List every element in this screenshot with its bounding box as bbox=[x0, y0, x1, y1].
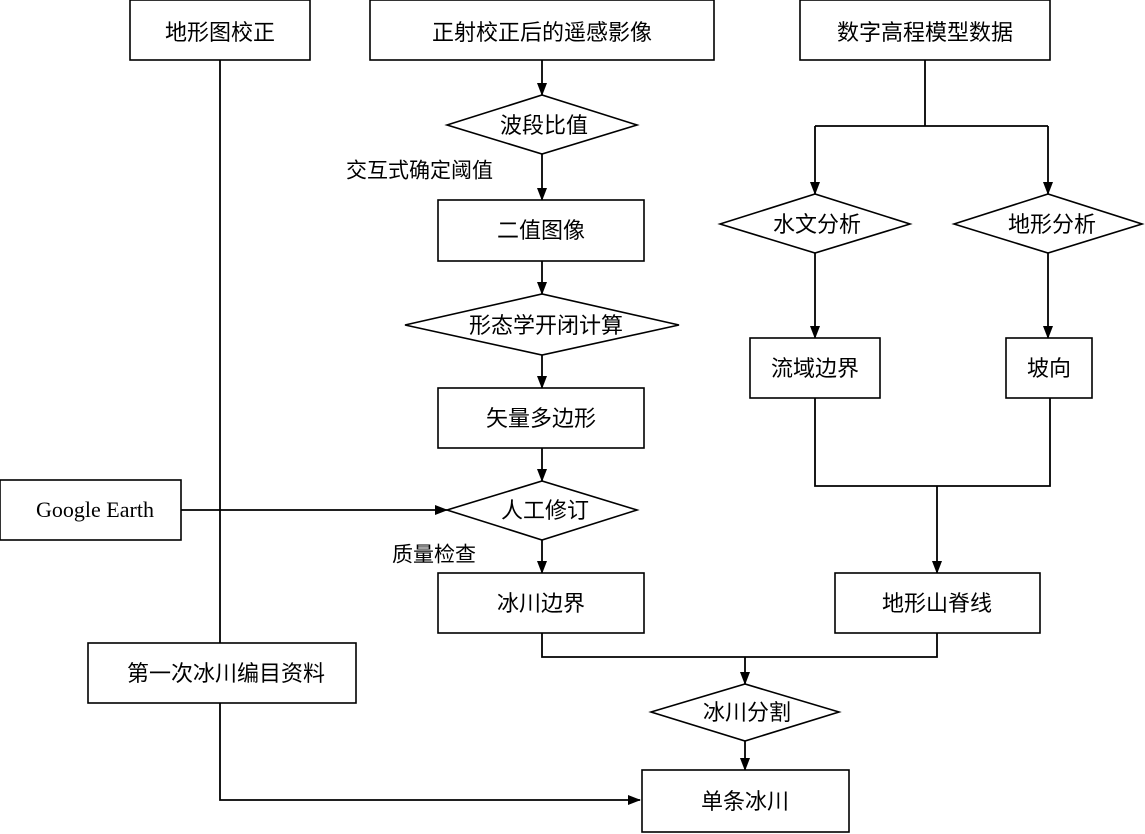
node-google-earth: Google Earth bbox=[0, 479, 182, 541]
node-morphology-label: 形态学开闭计算 bbox=[469, 314, 623, 339]
node-morphology: 形态学开闭计算 bbox=[404, 293, 680, 356]
node-manual-revision-label: 人工修订 bbox=[501, 499, 589, 524]
node-glacier-inventory: 第一次冰川编目资料 bbox=[87, 642, 357, 704]
node-terrain-analysis-label: 地形分析 bbox=[1008, 213, 1096, 238]
node-vector-polygon: 矢量多边形 bbox=[437, 387, 645, 449]
node-single-glacier-label: 单条冰川 bbox=[701, 790, 789, 815]
node-ortho-image-label: 正射校正后的遥感影像 bbox=[432, 21, 652, 46]
node-ridge-line-label: 地形山脊线 bbox=[882, 592, 992, 617]
node-binary-image: 二值图像 bbox=[437, 199, 645, 262]
edge-basin-aspect-merge bbox=[814, 398, 1051, 487]
node-glacier-split-label: 冰川分割 bbox=[703, 701, 791, 726]
node-ridge-line: 地形山脊线 bbox=[834, 572, 1041, 634]
node-glacier-split: 冰川分割 bbox=[648, 683, 842, 742]
node-manual-revision: 人工修订 bbox=[444, 480, 640, 541]
node-glacier-boundary-label: 冰川边界 bbox=[497, 592, 585, 617]
node-basin-boundary: 流域边界 bbox=[749, 337, 881, 399]
node-vector-polygon-label: 矢量多边形 bbox=[486, 407, 596, 432]
edge-dem-split bbox=[815, 60, 1048, 127]
node-hydro-analysis: 水文分析 bbox=[717, 193, 913, 254]
node-google-earth-label: Google Earth bbox=[36, 497, 154, 522]
annotation-threshold: 交互式确定阈值 bbox=[346, 159, 493, 183]
node-topo-correction-label: 地形图校正 bbox=[165, 21, 275, 46]
node-single-glacier: 单条冰川 bbox=[641, 769, 850, 833]
edges bbox=[181, 60, 1053, 805]
node-basin-boundary-label: 流域边界 bbox=[771, 357, 859, 382]
node-terrain-analysis: 地形分析 bbox=[951, 193, 1145, 254]
node-topo-correction: 地形图校正 bbox=[129, 0, 311, 61]
annotation-quality-check: 质量检查 bbox=[392, 543, 476, 567]
edge-boundary-ridge-merge bbox=[541, 633, 938, 658]
node-band-ratio-label: 波段比值 bbox=[500, 114, 588, 139]
node-aspect-label: 坡向 bbox=[1027, 357, 1071, 382]
node-band-ratio: 波段比值 bbox=[444, 94, 640, 155]
edge-inventory-to-single bbox=[219, 703, 641, 805]
node-aspect: 坡向 bbox=[1005, 337, 1093, 399]
node-dem-data: 数字高程模型数据 bbox=[799, 0, 1051, 61]
node-ortho-image: 正射校正后的遥感影像 bbox=[369, 0, 715, 61]
node-glacier-boundary: 冰川边界 bbox=[437, 572, 645, 634]
node-glacier-inventory-label: 第一次冰川编目资料 bbox=[127, 662, 325, 687]
node-dem-data-label: 数字高程模型数据 bbox=[837, 21, 1013, 46]
node-binary-image-label: 二值图像 bbox=[497, 219, 585, 244]
node-hydro-analysis-label: 水文分析 bbox=[773, 213, 861, 238]
